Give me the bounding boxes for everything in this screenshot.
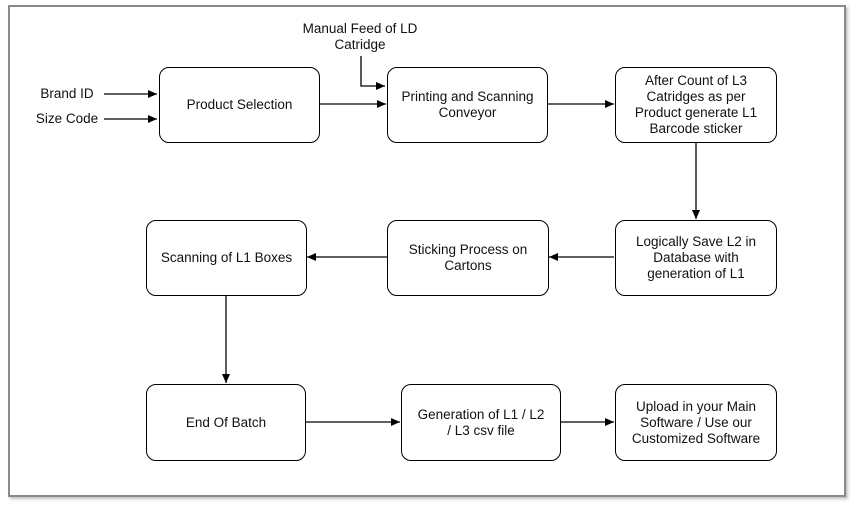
node-upload: Upload in your Main Software / Use our C… xyxy=(615,384,777,461)
input-size-code: Size Code xyxy=(35,111,99,126)
node-generation-csv: Generation of L1 / L2 / L3 csv file xyxy=(401,384,561,461)
node-after-count: After Count of L3 Catridges as per Produ… xyxy=(615,67,777,143)
node-scanning-l1: Scanning of L1 Boxes xyxy=(146,220,307,296)
node-printing-scanning: Printing and Scanning Conveyor xyxy=(387,67,548,143)
node-sticking-process: Sticking Process on Cartons xyxy=(387,220,549,296)
node-product-selection: Product Selection xyxy=(159,67,320,143)
arrow-manual-feed-to-printing xyxy=(360,56,385,90)
node-end-of-batch: End Of Batch xyxy=(146,384,306,461)
node-logically-save: Logically Save L2 in Database with gener… xyxy=(615,220,777,296)
input-manual-feed: Manual Feed of LD Catridge xyxy=(302,21,418,52)
input-brand-id: Brand ID xyxy=(40,86,94,101)
